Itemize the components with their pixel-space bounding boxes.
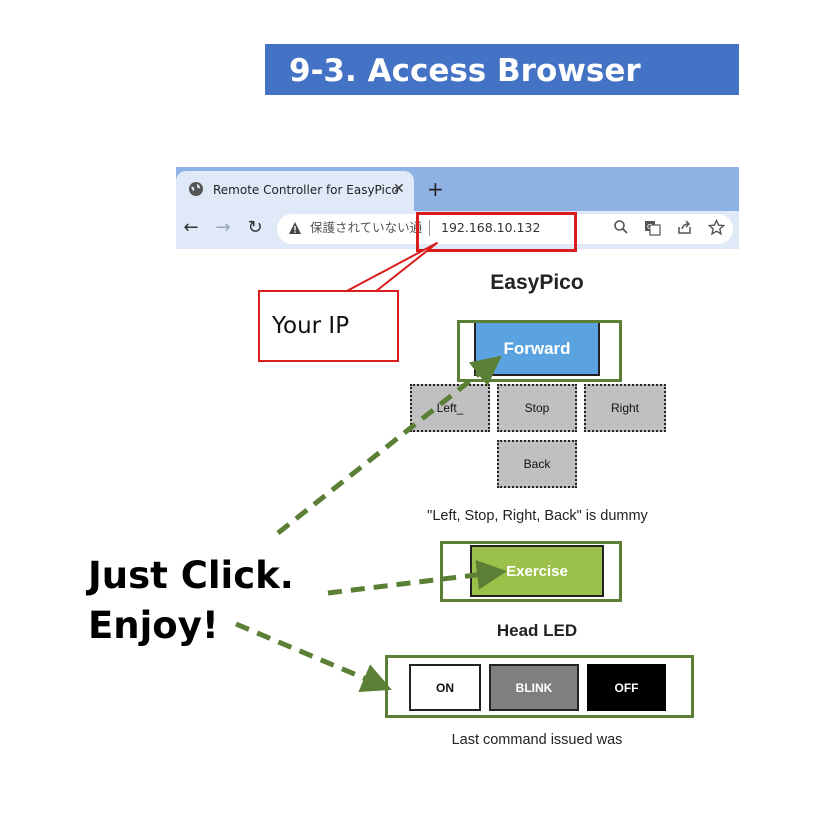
title-bar — [265, 44, 739, 95]
last-command-status: Last command issued was — [451, 732, 623, 748]
tab-title: Remote Controller for EasyPico — [213, 183, 399, 197]
instruction-line-2: Enjoy! — [88, 604, 219, 647]
url-text[interactable]: 192.168.10.132 — [441, 220, 541, 235]
warning-icon[interactable] — [288, 220, 302, 234]
back-arrow-icon[interactable]: ← — [183, 217, 199, 238]
led-blink-button[interactable]: BLINK — [489, 664, 579, 711]
slide-title: 9-3. Access Browser — [289, 53, 641, 89]
ip-highlight — [416, 212, 577, 252]
instruction-line-1: Just Click. — [88, 554, 294, 597]
reload-icon[interactable]: ↻ — [247, 217, 263, 238]
led-off-button[interactable]: OFF — [587, 664, 666, 711]
back-button[interactable]: Back — [497, 440, 577, 488]
ip-callout-text: Your IP — [272, 313, 350, 339]
exercise-highlight — [440, 541, 622, 602]
arrow-to-forward — [276, 355, 502, 535]
callout-pointer — [344, 242, 438, 293]
omnibox-divider — [429, 220, 430, 236]
led-on-button[interactable]: ON — [409, 664, 481, 711]
forward-highlight — [457, 320, 622, 382]
browser-tab[interactable] — [176, 171, 414, 211]
star-icon[interactable] — [707, 218, 726, 236]
arrow-to-led — [235, 621, 392, 692]
right-button[interactable]: Right — [584, 384, 666, 432]
dummy-note: "Left, Stop, Right, Back" is dummy — [427, 508, 648, 524]
translate-icon[interactable]: G — [644, 219, 661, 236]
head-led-heading: Head LED — [496, 621, 578, 640]
left-button[interactable]: Left_ — [410, 384, 490, 432]
svg-text:G: G — [647, 223, 652, 231]
close-icon[interactable]: ✕ — [393, 181, 405, 197]
forward-arrow-icon[interactable]: → — [215, 217, 231, 238]
globe-icon — [188, 181, 204, 197]
zoom-icon[interactable] — [613, 219, 629, 235]
instruction-annotation: Just Click. Enjoy! — [88, 551, 294, 651]
share-icon[interactable] — [676, 219, 693, 236]
ip-callout-box — [258, 290, 399, 362]
arrow-to-exercise — [327, 559, 507, 596]
stop-button[interactable]: Stop — [497, 384, 577, 432]
new-tab-button[interactable]: + — [427, 177, 444, 201]
page-heading: EasyPico — [490, 271, 584, 294]
security-status[interactable]: 保護されていない通 — [310, 220, 423, 235]
